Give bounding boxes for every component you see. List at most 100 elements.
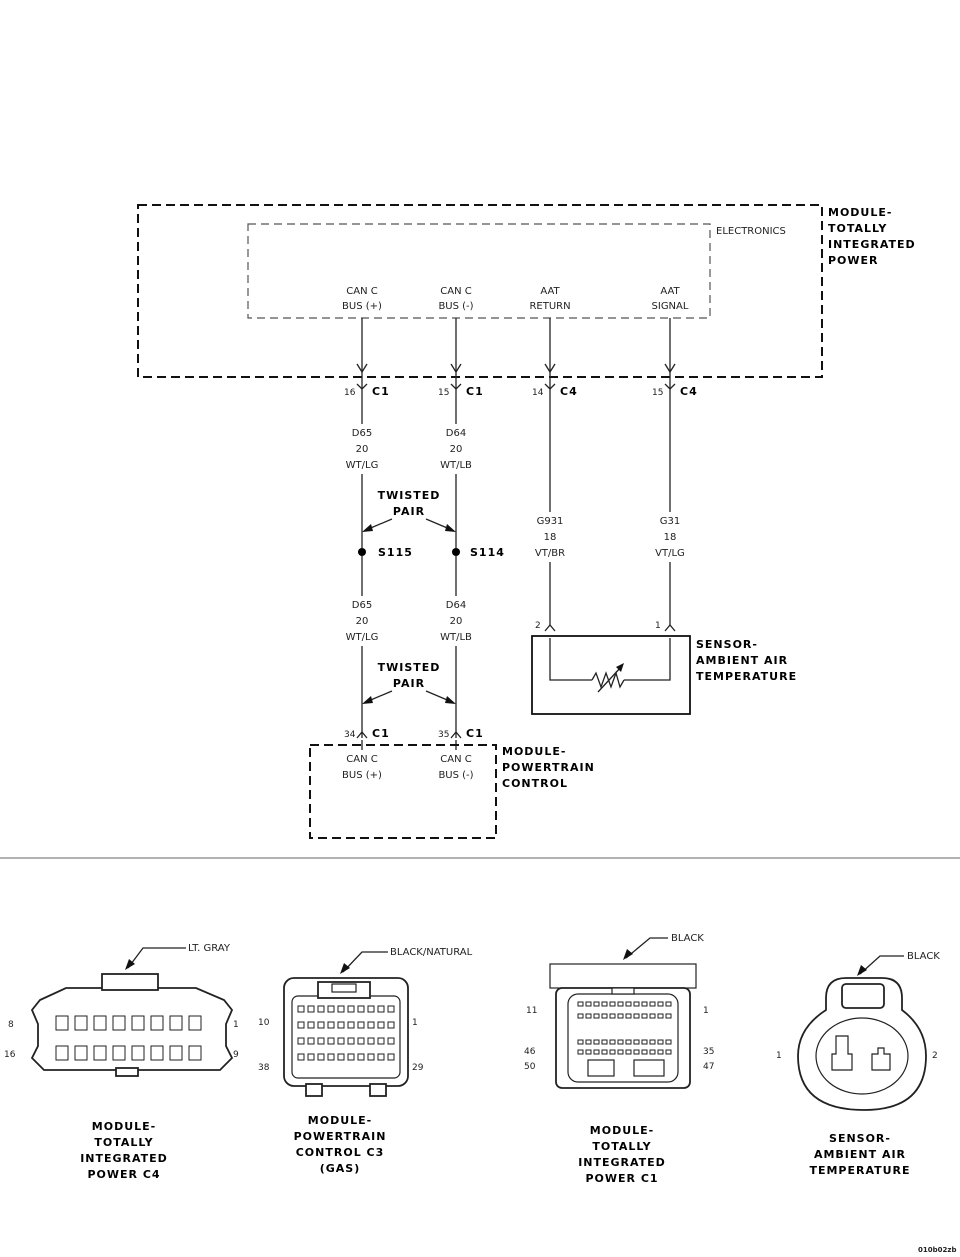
c3-cavity (367, 1021, 375, 1029)
c1-pin-47: 47 (703, 1062, 714, 1072)
wires (356, 318, 676, 738)
wire-d65-lower-gauge: 20 (356, 616, 369, 627)
tipm-conn-c1-b: C1 (466, 385, 484, 398)
tipm-conn-c1-a: C1 (372, 385, 390, 398)
connector-c4-color: LT. GRAY (188, 943, 231, 954)
sensor-label-1: SENSOR- (696, 638, 758, 651)
sensor-label-2: AMBIENT AIR (696, 654, 788, 667)
c1-cavity (665, 1013, 672, 1019)
sensor-conn-caption-1: SENSOR- (829, 1132, 891, 1145)
tipm-pin-3-line2: RETURN (529, 301, 570, 312)
c3-cavity (377, 1005, 385, 1013)
c4-caption-2: TOTALLY (94, 1136, 153, 1149)
wire-d64-color: WT/LB (440, 460, 472, 471)
c3-cavity (307, 1005, 315, 1013)
c1-cavity (649, 1049, 656, 1055)
splice-s115-dot (358, 548, 366, 556)
c1-caption-2: TOTALLY (592, 1140, 651, 1153)
c3-caption-3: CONTROL C3 (296, 1146, 385, 1159)
lower-wire-labels: D65 20 WT/LG D64 20 WT/LB (344, 596, 474, 646)
connector-aat-sensor: BLACK 1 2 SENSOR- AMBIENT AIR TEMPERATUR… (776, 951, 940, 1177)
c3-cavity (347, 1005, 355, 1013)
tipm-pin-1-line1: CAN C (346, 286, 377, 297)
connector-tipm-c4: LT. GRAY 8 1 16 9 MODULE- TOTALLY INTEGR… (4, 943, 239, 1181)
c3-cavity (297, 1021, 305, 1029)
c1-cavity (609, 1013, 616, 1019)
c1-pin-46: 46 (524, 1047, 536, 1057)
tipm-pin-2-line1: CAN C (440, 286, 471, 297)
splice-s114-dot (452, 548, 460, 556)
c3-cavity (387, 1037, 395, 1045)
tipm-pin-2-line2: BUS (-) (438, 301, 473, 312)
splice-s114-label: S114 (470, 546, 505, 559)
c3-cavity (297, 1053, 305, 1061)
c1-cavity (617, 1001, 624, 1007)
twisted-pair-upper-line1: TWISTED (378, 489, 441, 502)
splices: S115 S114 (358, 546, 505, 559)
c4-pin-9: 9 (233, 1050, 239, 1060)
c1-cavity (657, 1039, 664, 1045)
tipm-cav-14: 14 (532, 388, 544, 398)
c1-cavity (641, 1001, 648, 1007)
c3-pin-1: 1 (412, 1018, 418, 1028)
splice-s115-label: S115 (378, 546, 413, 559)
connector-c1-color: BLACK (671, 933, 704, 944)
c1-cavity (577, 1001, 584, 1007)
connector-c3-color: BLACK/NATURAL (390, 947, 473, 958)
c3-cavity (367, 1037, 375, 1045)
tipm-pin-1-line2: BUS (+) (342, 301, 382, 312)
c4-caption-1: MODULE- (92, 1120, 156, 1133)
c3-cavity (317, 1053, 325, 1061)
c3-cavity (337, 1005, 345, 1013)
figure-id: 010b02zb (918, 1246, 956, 1254)
wire-d64-circuit: D64 (446, 428, 466, 439)
c4-cavity (74, 1015, 88, 1031)
c1-cavity (641, 1013, 648, 1019)
wire-g931-gauge: 18 (544, 532, 557, 543)
sensor-label-3: TEMPERATURE (696, 670, 797, 683)
wire-d65-color: WT/LG (346, 460, 379, 471)
c1-cavity (625, 1049, 632, 1055)
c3-cavity (347, 1053, 355, 1061)
c1-cavity (585, 1013, 592, 1019)
wire-g31-color: VT/LG (655, 548, 685, 559)
c1-cavity (625, 1001, 632, 1007)
c1-cavity (657, 1049, 664, 1055)
twisted-pair-upper-line2: PAIR (393, 505, 425, 518)
c3-caption-2: POWERTRAIN (294, 1130, 387, 1143)
pcm-conn-c1-b: C1 (466, 727, 484, 740)
c4-caption-4: POWER C4 (87, 1168, 160, 1181)
c3-cavity (387, 1005, 395, 1013)
c1-cavity (609, 1039, 616, 1045)
wire-g931-circuit: G931 (537, 516, 564, 527)
upper-wire-labels: D65 20 WT/LG D64 20 WT/LB G931 18 VT/BR … (344, 424, 688, 562)
tipm-pin-4-line1: AAT (660, 286, 680, 297)
wire-g31-circuit: G31 (660, 516, 680, 527)
tipm-label-3: INTEGRATED (828, 238, 916, 251)
c4-cavity (150, 1015, 164, 1031)
c3-cavity (347, 1021, 355, 1029)
c1-cavity (617, 1013, 624, 1019)
c4-cavity (55, 1045, 69, 1061)
wire-d64-lower-circuit: D64 (446, 600, 466, 611)
c3-pin-29: 29 (412, 1063, 424, 1073)
wire-d65-gauge: 20 (356, 444, 369, 455)
tipm-conn-c4-a: C4 (560, 385, 578, 398)
c3-pin-38: 38 (258, 1063, 270, 1073)
c1-cavity (625, 1013, 632, 1019)
c3-cavity (337, 1037, 345, 1045)
c1-cavity (585, 1039, 592, 1045)
pcm-pin-1-line1: CAN C (346, 754, 377, 765)
tipm-label-2: TOTALLY (828, 222, 887, 235)
c4-pin-1: 1 (233, 1020, 239, 1030)
c1-cavity (633, 1001, 640, 1007)
tipm-pin-3-line1: AAT (540, 286, 560, 297)
sensor-conn-caption-3: TEMPERATURE (809, 1164, 910, 1177)
c3-cavity (377, 1037, 385, 1045)
c3-cavity (327, 1005, 335, 1013)
c4-caption-3: INTEGRATED (80, 1152, 168, 1165)
c1-cavity (585, 1049, 592, 1055)
ambient-air-temp-sensor: 2 1 SENSOR- AMBIENT AIR TEMPERATURE (531, 621, 797, 715)
wire-d65-lower-color: WT/LG (346, 632, 379, 643)
